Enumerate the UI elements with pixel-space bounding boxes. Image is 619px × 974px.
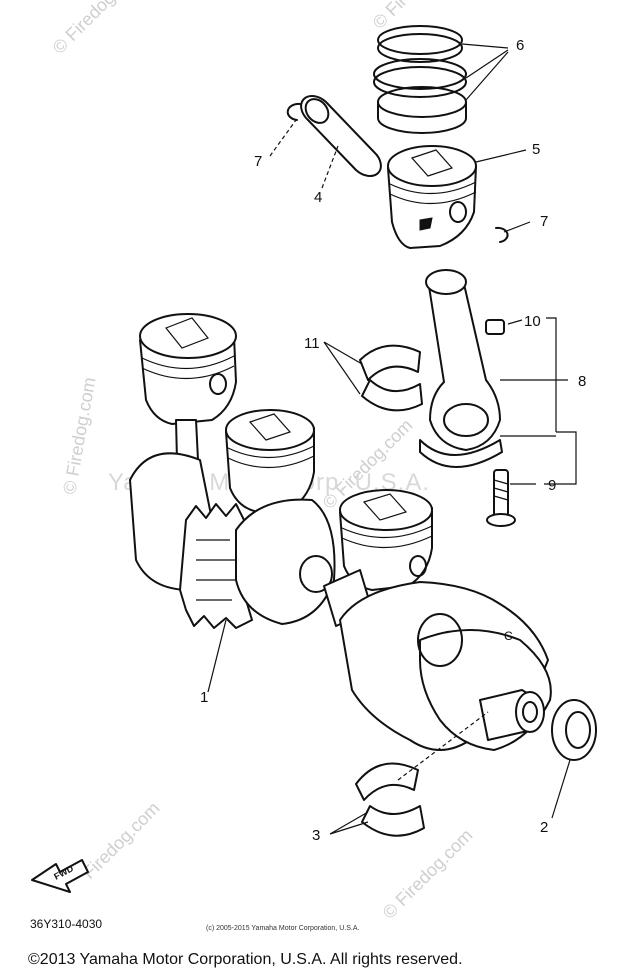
crankshaft-assembly: C [129,313,552,751]
rod-bearings-upper [359,344,423,412]
callout-7-right: 7 [540,213,548,230]
main-bearings [355,762,425,837]
web-mark-c: C [504,629,513,643]
piston-pin [300,95,382,177]
callout-7-top: 7 [254,153,262,170]
watermark-left-vertical: © Firedog.com [59,376,99,496]
watermark-top-right: © Firedog.com [369,0,467,33]
watermark-top-left: © Firedog.com [49,0,147,58]
connecting-rod [419,269,505,468]
piston-rings [373,25,467,134]
watermark-bottom-left: Firedog.com [79,798,164,883]
piston [387,145,477,249]
callout-2: 2 [540,819,548,836]
callout-8: 8 [578,373,586,390]
callout-9: 9 [548,477,556,494]
callout-5: 5 [532,141,540,158]
fwd-arrow-icon: FWD [31,859,89,893]
piston-pin-clips [286,102,509,243]
callout-6: 6 [516,37,524,54]
rod-bolt [486,469,516,527]
callout-10: 10 [524,313,541,330]
callout-3: 3 [312,827,320,844]
callout-4: 4 [314,189,322,206]
leader-lines [207,43,577,835]
callout-1: 1 [200,689,208,706]
callout-11: 11 [304,335,320,352]
small-copyright: (c) 2005-2015 Yamaha Motor Corporation, … [206,925,359,932]
callout-labels: 6 7 4 5 7 10 11 8 9 1 2 3 [200,37,586,844]
footer-copyright: ©2013 Yamaha Motor Corporation, U.S.A. A… [28,951,463,968]
watermark-bottom-right: © Firedog.com [379,825,477,923]
oil-seal [551,699,597,761]
diagram-code: 36Y310-4030 [30,917,102,931]
